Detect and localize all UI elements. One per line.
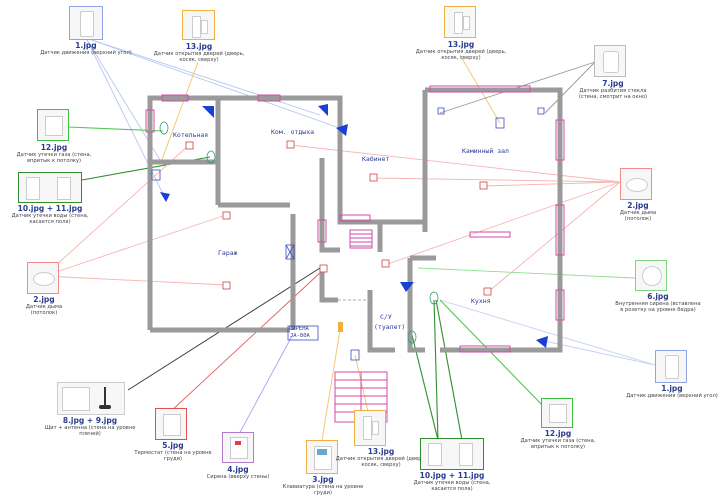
- keypad-thumb: [306, 440, 338, 474]
- motion-sensor-thumb: [655, 350, 687, 383]
- room-label-wc: С/У: [380, 313, 392, 321]
- smoke-detector-thumb: [620, 168, 652, 200]
- siren-thumb: [222, 432, 254, 463]
- siren-label: СИРЕНА: [289, 326, 309, 332]
- room-label-fireplace: Каминный зал: [462, 147, 509, 155]
- door-sensor-thumb: [444, 6, 476, 38]
- room-label-boiler: Котельная: [173, 131, 209, 139]
- control-panel-thumb: [57, 382, 125, 415]
- thermostat-thumb: [155, 408, 187, 440]
- water-leak-sensor-thumb: [18, 172, 82, 203]
- room-label-rest: Ком. отдыха: [271, 128, 315, 136]
- motion-sensor-thumb: [69, 6, 103, 40]
- siren-model-label: JA-80A: [290, 333, 310, 339]
- water-leak-sensor-thumb: [420, 438, 484, 470]
- gas-sensor-thumb: [37, 109, 69, 141]
- room-label-cabinet: Кабинет: [362, 155, 390, 163]
- room-label-kitchen: Кухня: [471, 297, 491, 305]
- glass-break-sensor-thumb: [594, 45, 626, 77]
- smoke-detector-thumb: [27, 262, 59, 294]
- gas-sensor-thumb: [541, 398, 573, 428]
- door-sensor-thumb: [354, 410, 386, 446]
- door-sensor-thumb: [182, 10, 215, 40]
- indoor-siren-thumb: [635, 260, 667, 291]
- room-label-garage: Гараж: [218, 249, 238, 257]
- room-label-wc-sub: (туалет): [374, 323, 406, 331]
